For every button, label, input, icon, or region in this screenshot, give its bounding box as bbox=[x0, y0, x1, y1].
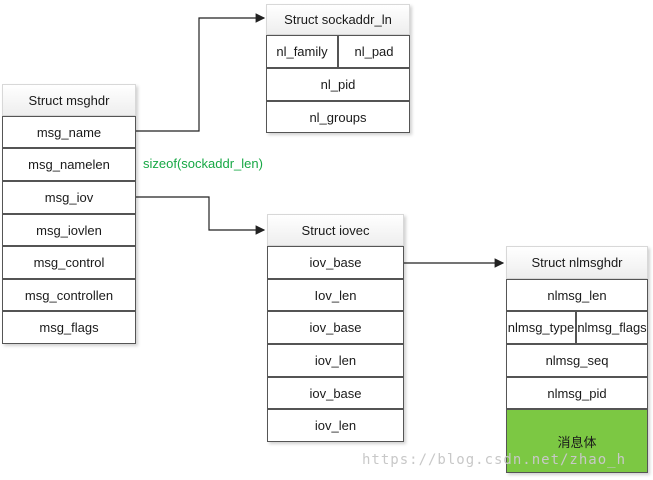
sockaddr-title: Struct sockaddr_ln bbox=[266, 4, 410, 35]
nlmsghdr-field-nlmsg-seq: nlmsg_seq bbox=[506, 344, 648, 377]
iovec-field-iov-len-3: iov_len bbox=[267, 409, 404, 442]
watermark: https://blog.csdn.net/zhao_h bbox=[362, 452, 627, 468]
nlmsghdr-field-nlmsg-len: nlmsg_len bbox=[506, 279, 648, 311]
iovec-field-iov-base-1: iov_base bbox=[267, 246, 404, 279]
msghdr-title: Struct msghdr bbox=[2, 84, 136, 116]
arrow-msg-name-to-sockaddr bbox=[136, 13, 266, 132]
msghdr-field-msg-flags: msg_flags bbox=[2, 311, 136, 344]
msghdr-field-msg-iov: msg_iov bbox=[2, 181, 136, 214]
namelen-annotation: sizeof(sockaddr_len) bbox=[143, 156, 263, 171]
iovec-title: Struct iovec bbox=[267, 214, 404, 246]
nlmsghdr-title: Struct nlmsghdr bbox=[506, 246, 648, 279]
sockaddr-field-nl-pid: nl_pid bbox=[266, 68, 410, 101]
msghdr-field-msg-control: msg_control bbox=[2, 246, 136, 279]
msghdr-field-msg-name: msg_name bbox=[2, 116, 136, 148]
nlmsghdr-field-nlmsg-type: nlmsg_type bbox=[506, 311, 576, 344]
nlmsghdr-field-nlmsg-flags: nlmsg_flags bbox=[576, 311, 648, 344]
arrow-msg-iov-to-iovec bbox=[136, 196, 266, 235]
sockaddr-field-nl-pad: nl_pad bbox=[338, 35, 410, 68]
iovec-field-iov-base-2: iov_base bbox=[267, 311, 404, 344]
msghdr-field-msg-controllen: msg_controllen bbox=[2, 279, 136, 311]
iovec-field-iov-base-3: iov_base bbox=[267, 377, 404, 409]
nlmsghdr-field-nlmsg-pid: nlmsg_pid bbox=[506, 377, 648, 409]
msghdr-field-msg-namelen: msg_namelen bbox=[2, 148, 136, 181]
nlmsghdr-message-body: 消息体 bbox=[506, 409, 648, 473]
sockaddr-field-nl-family: nl_family bbox=[266, 35, 338, 68]
msghdr-field-msg-iovlen: msg_iovlen bbox=[2, 214, 136, 246]
iovec-field-iov-len-2: iov_len bbox=[267, 344, 404, 377]
sockaddr-field-nl-groups: nl_groups bbox=[266, 101, 410, 133]
iovec-field-iov-len-1: Iov_len bbox=[267, 279, 404, 311]
